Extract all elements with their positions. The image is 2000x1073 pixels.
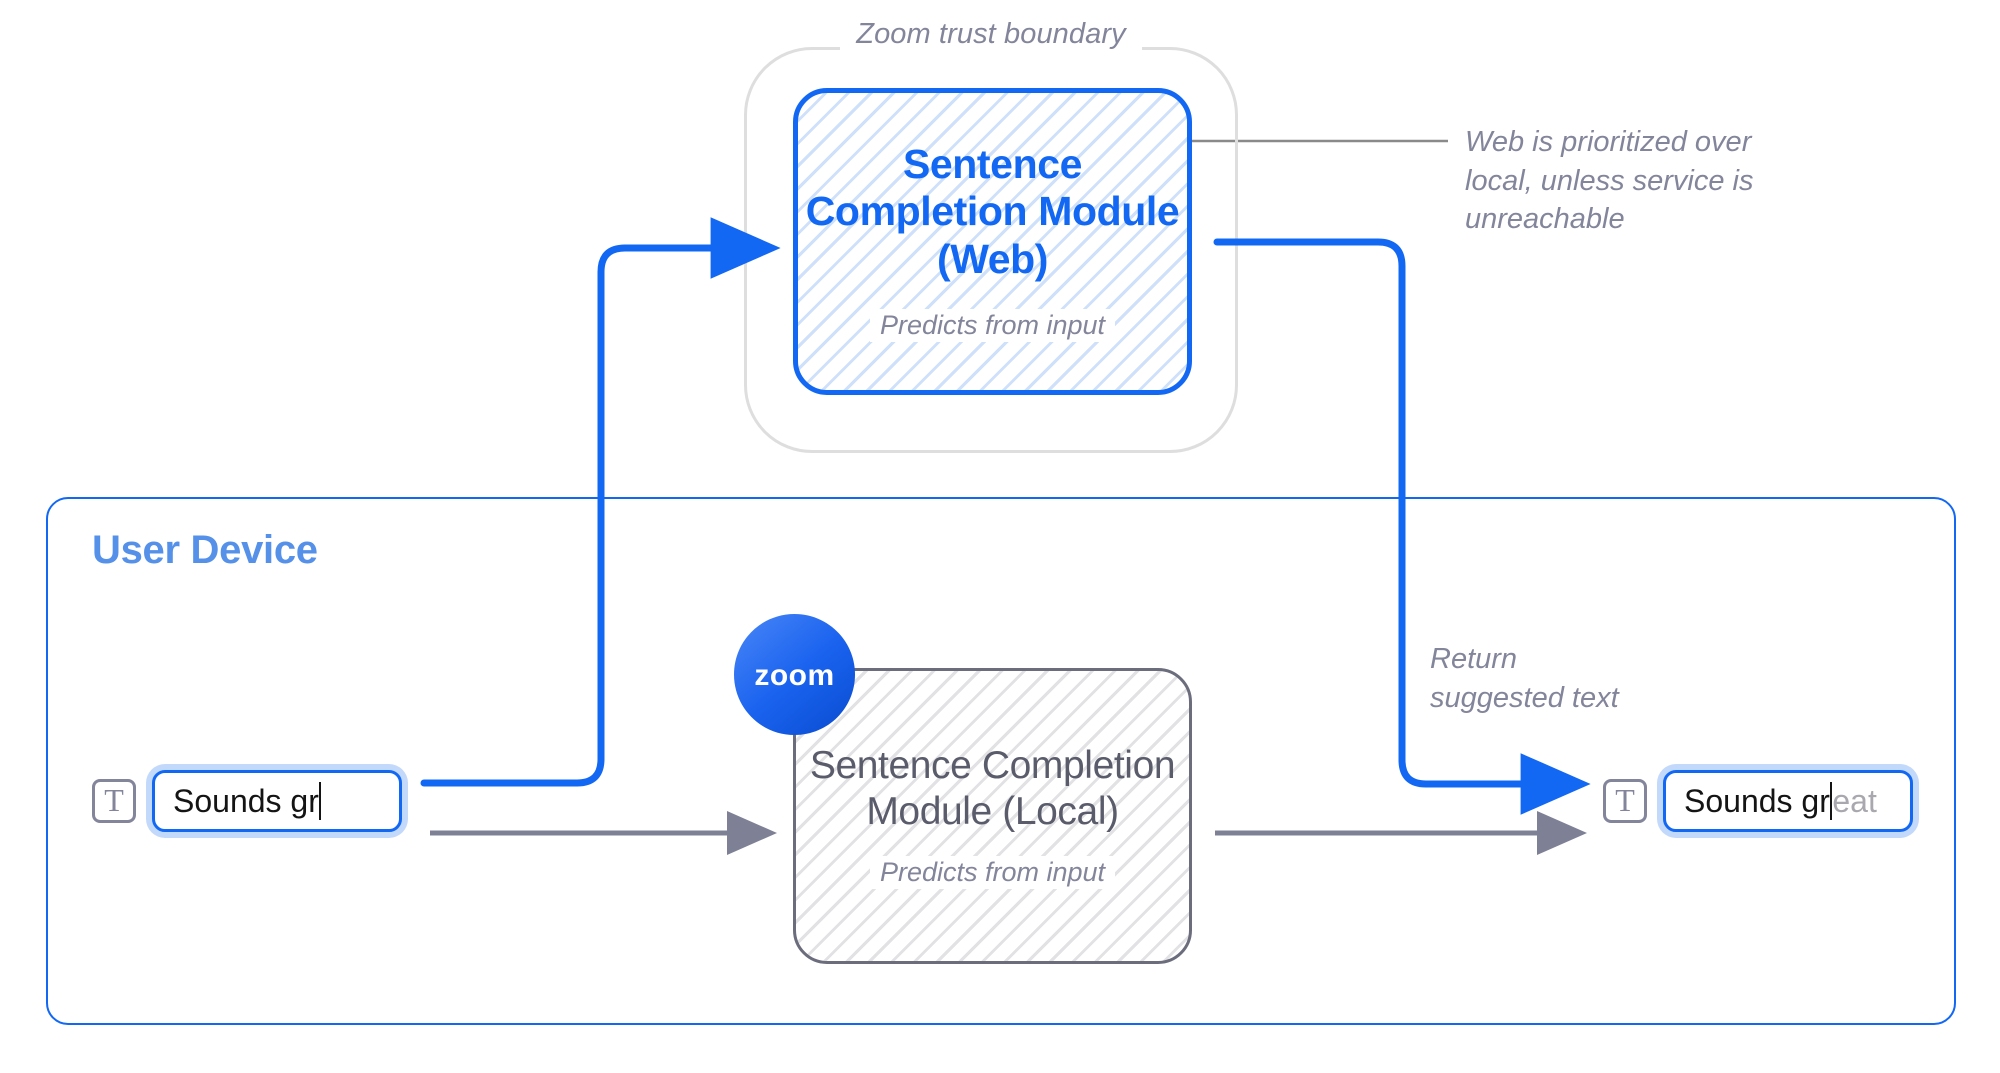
sentence-completion-module-local[interactable]: Sentence Completion Module (Local) Predi… xyxy=(793,668,1192,964)
user-device-title: User Device xyxy=(92,528,318,572)
sentence-completion-module-web[interactable]: Sentence Completion Module (Web) Predict… xyxy=(793,88,1192,395)
zoom-wordmark: zoom xyxy=(754,659,834,692)
text-field-icon: T xyxy=(1603,779,1647,823)
output-typed-text: Sounds gr xyxy=(1684,782,1830,819)
user-device-panel xyxy=(46,497,1956,1025)
module-web-title: Sentence Completion Module (Web) xyxy=(805,140,1180,282)
zoom-logo-icon: zoom xyxy=(734,614,855,735)
module-local-title: Sentence Completion Module (Local) xyxy=(809,744,1176,833)
output-ghost-text: eat xyxy=(1832,782,1877,819)
text-caret xyxy=(1829,782,1833,820)
text-caret xyxy=(318,782,322,820)
annotation-return-suggested: Return suggested text xyxy=(1430,643,1619,714)
input-field-group[interactable]: T Sounds gr xyxy=(92,770,402,832)
module-web-subtitle: Predicts from input xyxy=(869,309,1116,343)
input-textbox[interactable]: Sounds gr xyxy=(152,770,402,832)
zoom-trust-boundary-label: Zoom trust boundary xyxy=(744,18,1238,51)
module-local-subtitle: Predicts from input xyxy=(869,855,1116,889)
input-typed-text: Sounds gr xyxy=(173,782,319,819)
annotation-web-priority: Web is prioritized over local, unless se… xyxy=(1465,126,1754,236)
zoom-logo-badge: zoom xyxy=(733,613,856,736)
text-field-icon: T xyxy=(92,779,136,823)
